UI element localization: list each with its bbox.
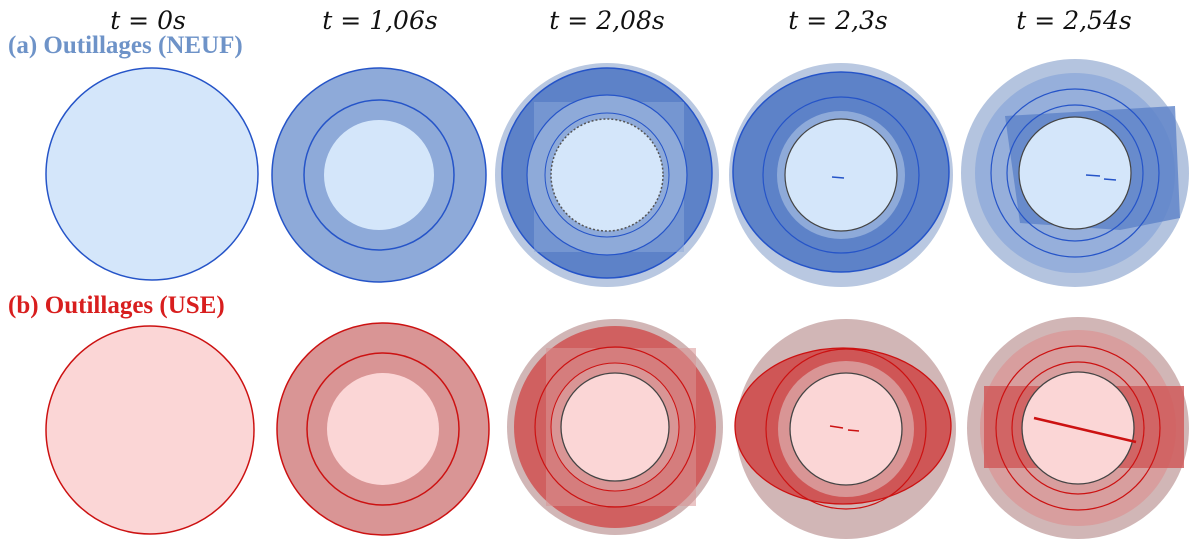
- disc-use-t1: [276, 322, 490, 536]
- time-label-4: t = 2,54s: [1016, 6, 1132, 35]
- time-label-3: t = 2,3s: [788, 6, 888, 35]
- disc-neuf-t0: [45, 67, 259, 281]
- time-label-2: t = 2,08s: [549, 6, 665, 35]
- row-label-use: (b) Outillages (USE): [8, 292, 225, 319]
- disc-use-t3: [734, 319, 956, 539]
- time-label-1: t = 1,06s: [322, 6, 438, 35]
- disc-neuf-t2: [495, 63, 719, 287]
- disc-neuf-t3: [729, 63, 953, 287]
- disc-use-t4: [967, 317, 1189, 539]
- time-label-0: t = 0s: [110, 6, 186, 35]
- disc-neuf-t1: [271, 67, 487, 283]
- disc-use-t0: [45, 325, 255, 535]
- disc-use-t2: [507, 319, 723, 535]
- row-label-neuf: (a) Outillages (NEUF): [8, 32, 243, 59]
- disc-neuf-t4: [961, 59, 1189, 287]
